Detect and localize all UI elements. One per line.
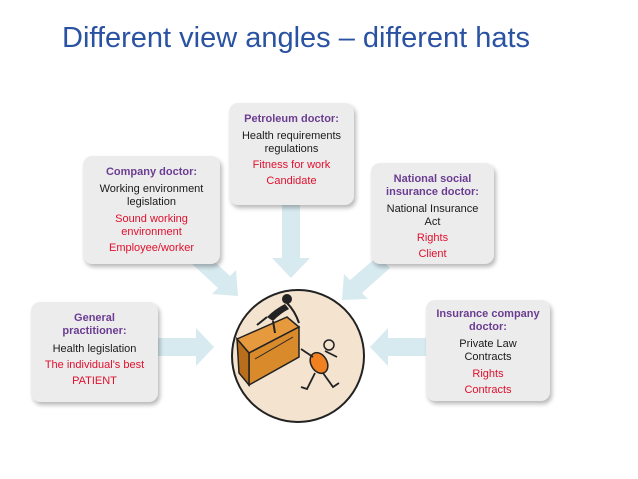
arrow-from-petroleum-icon <box>272 205 310 278</box>
card-text: Act <box>424 216 441 228</box>
card-insurance-company-doctor: Insurance company doctor: Private Law Co… <box>426 300 550 401</box>
arrow-from-national-icon <box>342 256 390 300</box>
card-highlight: Fitness for work <box>252 159 331 171</box>
card-heading: National social <box>393 173 472 185</box>
card-highlight: Rights <box>416 232 449 244</box>
card-text: Health requirements <box>241 130 342 142</box>
card-highlight: Rights <box>472 368 504 380</box>
card-heading: insurance doctor: <box>386 186 479 198</box>
card-highlight: environment <box>121 226 182 238</box>
doctor-patient-illustration-icon <box>231 289 365 423</box>
card-heading: Company doctor: <box>105 166 198 178</box>
card-national-insurance-doctor: National social insurance doctor: Nation… <box>371 163 494 264</box>
card-general-practitioner: General practitioner: Health legislation… <box>31 302 158 402</box>
card-heading: Insurance company <box>436 308 540 320</box>
card-heading: doctor: <box>469 321 507 333</box>
card-heading: practitioner: <box>62 325 127 337</box>
card-petroleum-doctor: Petroleum doctor: Health requirements re… <box>229 103 354 205</box>
card-highlight: The individual's best <box>44 359 145 371</box>
card-highlight: Contracts <box>464 384 512 396</box>
card-heading: General <box>74 312 115 324</box>
card-company-doctor: Company doctor: Working environment legi… <box>83 156 220 264</box>
card-highlight: Sound working <box>115 213 188 225</box>
card-heading: Petroleum doctor: <box>244 113 339 125</box>
arrow-from-gp-icon <box>158 328 214 366</box>
card-highlight: Employee/worker <box>109 242 194 254</box>
card-highlight: PATIENT <box>72 375 117 387</box>
card-highlight: Client <box>418 248 447 260</box>
card-text: regulations <box>264 143 319 155</box>
card-text: Health legislation <box>52 343 137 355</box>
card-text: legislation <box>127 196 176 208</box>
page-title: Different view angles – different hats <box>62 22 531 54</box>
arrow-from-insurance-icon <box>370 328 426 366</box>
card-highlight: Candidate <box>266 175 317 187</box>
card-text: Private Law <box>459 338 517 350</box>
card-text: Contracts <box>464 351 512 363</box>
card-text: Working environment <box>99 183 204 195</box>
card-text: National Insurance <box>386 203 479 215</box>
